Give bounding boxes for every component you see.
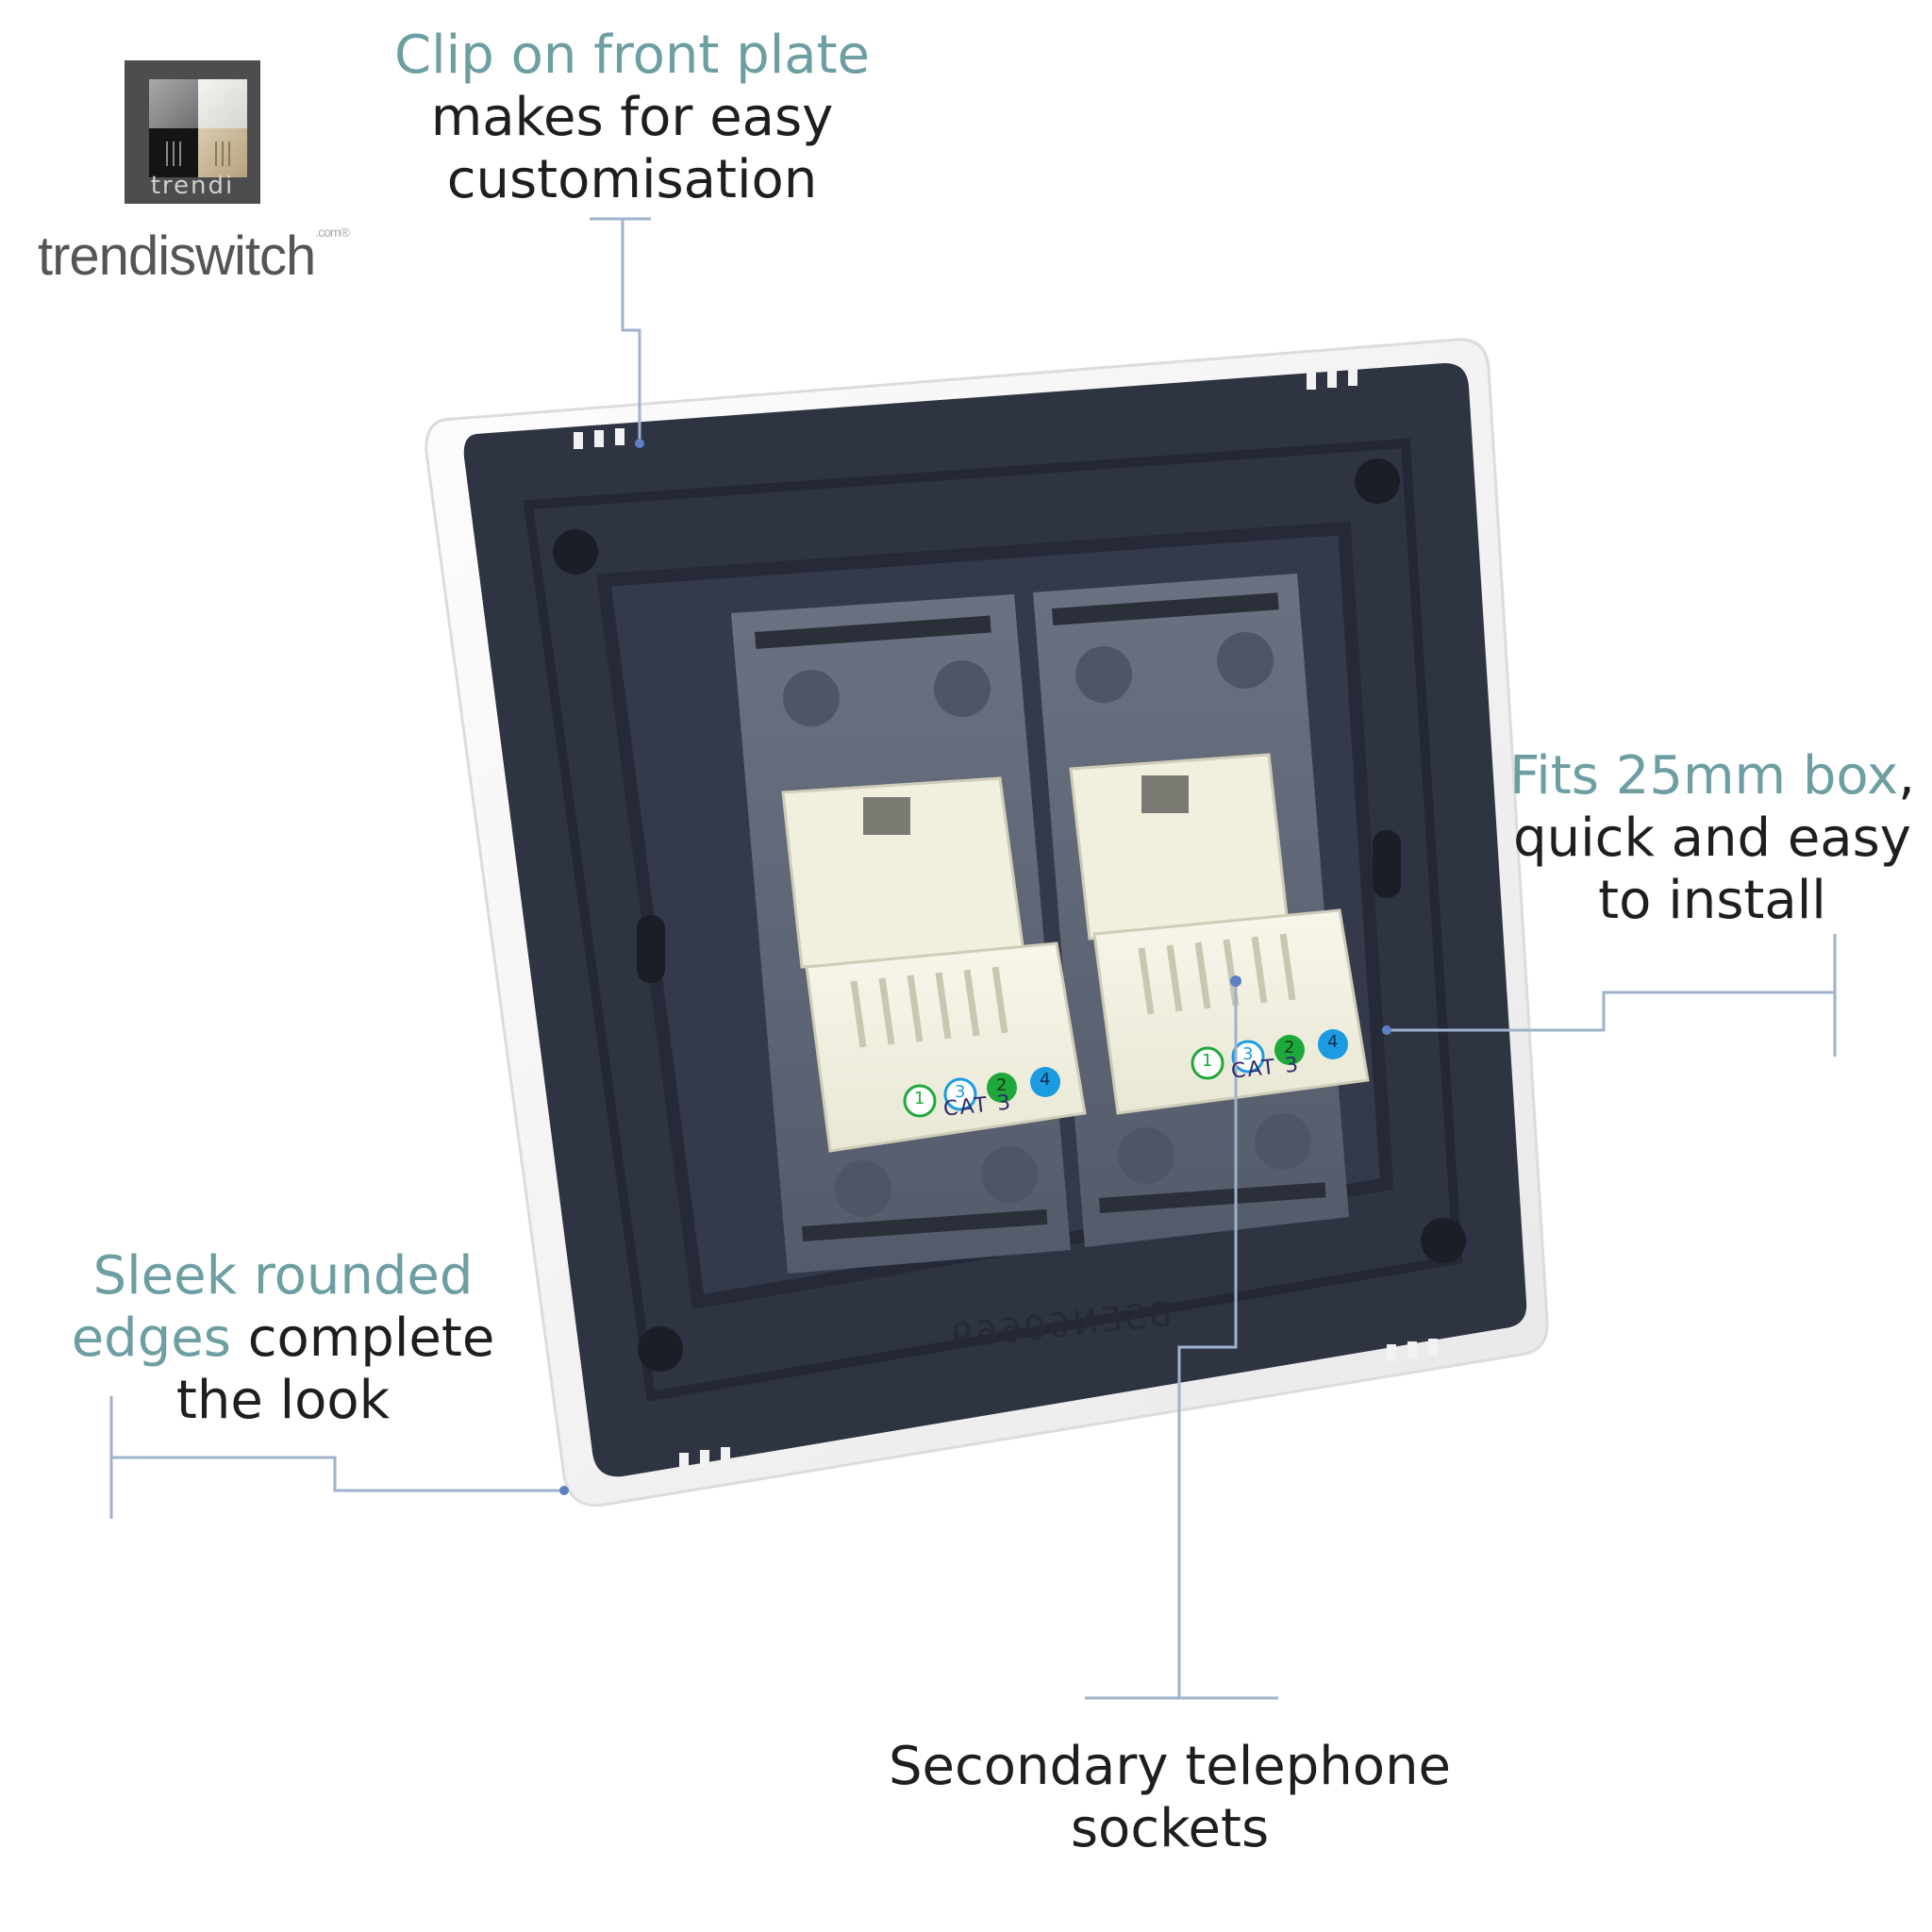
jack-left-pin-4: 4: [1040, 1070, 1051, 1090]
callout-lines: [109, 217, 1837, 1700]
callout-sleek-accent1: Sleek rounded: [92, 1245, 474, 1307]
callout-fits-line1: Fits 25mm box,: [1500, 745, 1924, 808]
callout-line-clip: [590, 217, 651, 443]
telephone-jack-left: [781, 776, 1087, 1153]
callout-sleek-accent2: edges: [71, 1307, 231, 1369]
clip-tabs: [574, 369, 1438, 1470]
callout-clip-on: Clip on front plate makes for easy custo…: [377, 25, 887, 211]
callout-fits-line2: quick and easy: [1513, 808, 1911, 869]
callout-secondary-sockets: Secondary telephone sockets: [868, 1736, 1472, 1860]
jack-left-pin-2: 2: [996, 1075, 1008, 1095]
callout-fits-box: Fits 25mm box, quick and easy to install: [1500, 745, 1924, 932]
telephone-jack-right: [1069, 753, 1370, 1115]
jack-right-pin-2: 2: [1284, 1038, 1295, 1058]
logo-quadrant-silver: [149, 79, 198, 128]
logo-quadrant-black: [149, 128, 198, 177]
callout-dots: [559, 439, 1391, 1495]
logo-mark-word: trendi: [150, 172, 235, 200]
logo-quadrant-beige: [198, 128, 247, 177]
logo-quadrant-white: [198, 79, 247, 128]
callout-clip-accent: Clip on front plate: [394, 25, 870, 86]
callout-line-secondary: [1085, 981, 1278, 1700]
callout-sleek-line2: edges complete: [66, 1307, 500, 1370]
brand-logo-mark: trendi: [125, 60, 260, 204]
callout-secondary-line1: Secondary telephone: [888, 1736, 1452, 1797]
screw-holes: [553, 458, 1466, 1372]
brand-name: trendiswitch.com®: [38, 225, 350, 288]
side-slots: [637, 830, 1401, 983]
callout-sleek-tail2: complete: [230, 1307, 495, 1369]
callout-rounded-edges: Sleek rounded edges complete the look: [66, 1245, 500, 1432]
callout-fits-tail: ,: [1898, 745, 1915, 807]
callout-clip-line3: customisation: [446, 149, 818, 210]
callout-line-fits: [1387, 934, 1837, 1057]
jack-right-pin-1: 1: [1202, 1051, 1213, 1071]
callout-sleek-line3: the look: [175, 1370, 391, 1431]
jack-left-pin-1: 1: [914, 1089, 925, 1108]
callout-secondary-line2: sockets: [1070, 1798, 1270, 1859]
jack-left-pin-3: 3: [955, 1082, 966, 1102]
jack-right-pin-3: 3: [1242, 1044, 1254, 1064]
callout-clip-line2: makes for easy: [430, 87, 834, 148]
brand-name-text: trendiswitch: [38, 225, 316, 287]
callout-line-sleek: [109, 1396, 564, 1519]
jack-right-pin-4: 4: [1327, 1032, 1339, 1052]
callout-fits-accent: Fits 25mm box: [1509, 745, 1899, 807]
brand-name-suffix: .com®: [315, 225, 350, 240]
callout-fits-line3: to install: [1598, 870, 1826, 931]
